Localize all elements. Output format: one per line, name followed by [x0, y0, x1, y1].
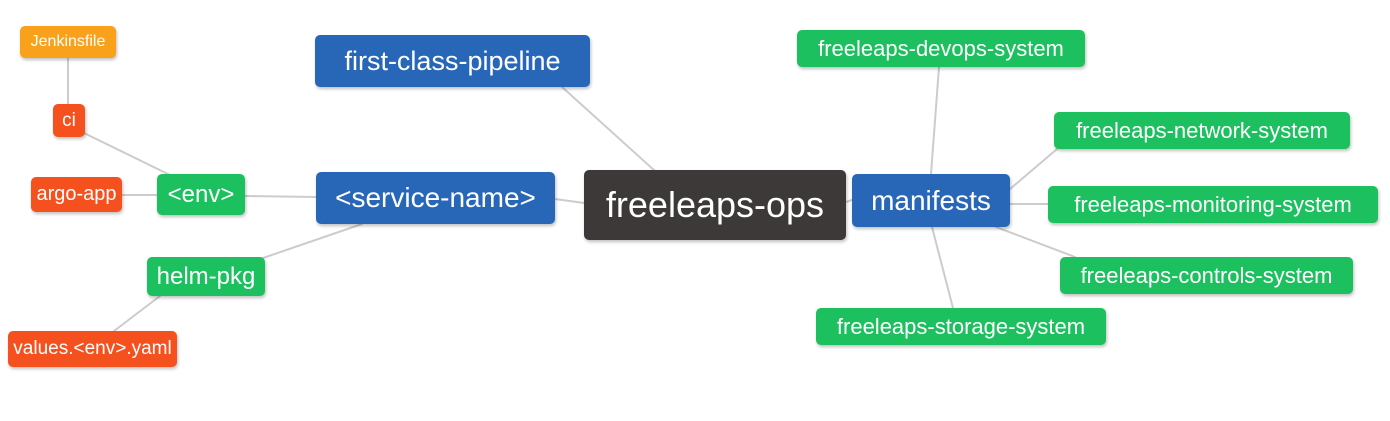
mindmap-node-manifests[interactable]: manifests: [852, 174, 1010, 227]
mindmap-node-first-class-pipeline[interactable]: first-class-pipeline: [315, 35, 590, 87]
edge-env--service-name: [244, 195, 317, 198]
mindmap-node-jenkinsfile[interactable]: Jenkinsfile: [20, 26, 116, 58]
edge-manifests--freeleaps-devops-system: [930, 66, 940, 175]
edge-manifests--freeleaps-controls-system: [995, 226, 1076, 258]
mindmap-node-argo-app[interactable]: argo-app: [31, 177, 122, 212]
edge-ci--env: [83, 132, 173, 177]
mindmap-node-freeleaps-controls-system[interactable]: freeleaps-controls-system: [1060, 257, 1353, 294]
mindmap-node-helm-pkg[interactable]: helm-pkg: [147, 257, 265, 296]
edge-manifests--freeleaps-network-system: [1009, 148, 1058, 190]
mindmap-node-service-name[interactable]: <service-name>: [316, 172, 555, 224]
edge-first-class-pipeline--freeleaps-ops: [561, 86, 656, 172]
mindmap-node-freeleaps-ops[interactable]: freeleaps-ops: [584, 170, 846, 240]
mindmap-node-freeleaps-monitoring-system[interactable]: freeleaps-monitoring-system: [1048, 186, 1378, 223]
mindmap-node-env[interactable]: <env>: [157, 174, 245, 215]
edge-manifests--freeleaps-storage-system: [931, 226, 954, 309]
edge-helm-pkg--values-env-yaml: [113, 295, 161, 332]
edge-service-name--helm-pkg: [262, 223, 363, 259]
edge-freeleaps-ops--manifests: [845, 199, 853, 203]
mindmap-node-freeleaps-network-system[interactable]: freeleaps-network-system: [1054, 112, 1350, 149]
mindmap-node-freeleaps-devops-system[interactable]: freeleaps-devops-system: [797, 30, 1085, 67]
mindmap-node-values-env-yaml[interactable]: values.<env>.yaml: [8, 331, 177, 367]
edge-service-name--freeleaps-ops: [554, 198, 585, 204]
mindmap-node-freeleaps-storage-system[interactable]: freeleaps-storage-system: [816, 308, 1106, 345]
mindmap-node-ci[interactable]: ci: [53, 104, 85, 137]
